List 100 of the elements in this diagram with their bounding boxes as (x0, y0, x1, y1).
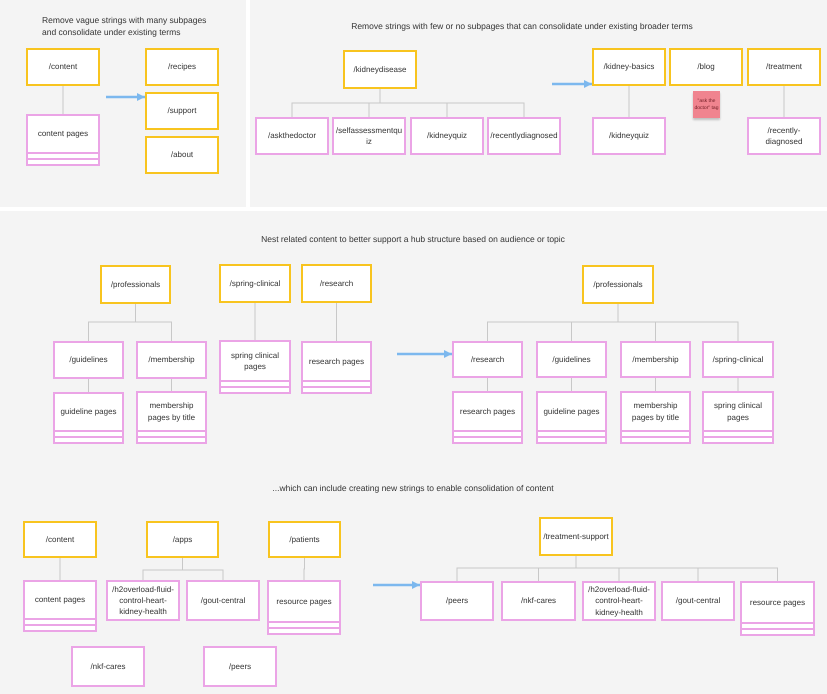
connector-line (171, 378, 172, 392)
page-box (71, 646, 145, 687)
page-label: /blog (697, 61, 715, 73)
connector-line (182, 558, 224, 580)
connector-line (62, 86, 64, 114)
page-stack-box (702, 391, 774, 444)
top-level-page-box (146, 521, 219, 558)
page-label: /membership (632, 354, 679, 366)
page-label: /guidelines (69, 354, 108, 366)
page-box (592, 117, 666, 155)
top-level-page-box (747, 48, 821, 86)
section-heading: Remove vague strings with many subpages and consolidate under existing terms (42, 14, 208, 39)
page-stack-box (452, 391, 523, 444)
page-label: /nkf-cares (90, 660, 126, 672)
page-box (452, 341, 523, 378)
top-level-page-box (100, 265, 171, 304)
page-label: /membership (148, 354, 195, 366)
page-label: /recentlydiagnosed (490, 130, 558, 142)
page-box (501, 581, 576, 621)
connector-line (380, 88, 524, 118)
page-label: /h2overload-fluid-control-heart-kidney-health (111, 584, 175, 618)
page-label: /content (46, 534, 74, 546)
page-label: /gout-central (200, 594, 246, 606)
page-label: /guidelines (552, 354, 591, 366)
page-box (186, 580, 260, 621)
connector-line (576, 556, 778, 582)
page-label: /professionals (110, 278, 160, 290)
page-box (136, 341, 207, 379)
top-level-page-box (592, 48, 666, 86)
section-heading: Remove strings with few or no subpages that can consolidate under existing broader terms (351, 20, 693, 32)
page-label: /research (320, 278, 354, 290)
arrow (373, 581, 420, 589)
arrow (397, 350, 452, 358)
connector-line (618, 304, 738, 342)
page-label: membership pages by title (630, 400, 680, 423)
page-label: research pages (308, 356, 364, 368)
page-stack-box (740, 581, 815, 636)
page-box (420, 581, 494, 621)
section-panel (0, 0, 246, 207)
page-box (620, 341, 691, 378)
page-label: content pages (38, 128, 88, 140)
top-level-page-box (23, 521, 97, 558)
top-level-page-box (301, 264, 372, 303)
page-stack-box (301, 341, 372, 394)
section-heading: Nest related content to better support a hub structure based on audience or topic (261, 233, 565, 246)
section-heading: ...which can include creating new strings to enable consolidation of content (272, 482, 554, 494)
page-label: /professionals (593, 278, 643, 290)
connector-line (487, 378, 488, 392)
page-box (747, 117, 821, 155)
page-label: /kidney-basics (604, 61, 654, 73)
top-level-page-box (145, 136, 219, 174)
page-label: resource pages (276, 596, 332, 608)
page-label: /recipes (168, 61, 196, 73)
page-stack-box (267, 580, 341, 635)
page-label: /kidneyquiz (426, 130, 468, 142)
page-label: resource pages (750, 596, 806, 608)
page-label: /treatment (766, 61, 802, 73)
page-box (661, 581, 735, 621)
page-box (702, 341, 774, 378)
top-level-page-box (145, 48, 219, 86)
page-label: /kidneydisease (354, 64, 406, 76)
page-label: guideline pages (60, 406, 117, 418)
sticky-note (693, 91, 720, 118)
page-label: research pages (460, 406, 516, 418)
page-label: /peers (446, 595, 468, 607)
connector-line (135, 304, 172, 342)
arrow (552, 80, 592, 88)
page-stack-box (620, 391, 691, 444)
section-panel (0, 211, 827, 694)
page-label: /askthedoctor (268, 130, 316, 142)
page-label: /apps (172, 534, 192, 546)
connector-line (88, 378, 89, 392)
page-label: membership pages by title (146, 400, 196, 423)
page-label: /about (170, 149, 194, 161)
page-box (255, 117, 329, 155)
page-label: /peers (228, 660, 252, 672)
page-label: /content (48, 61, 78, 73)
page-label: /kidneyquiz (608, 130, 650, 142)
connector-line (571, 378, 572, 392)
connector-line (655, 378, 656, 392)
page-label: /spring-clinical (712, 354, 764, 366)
page-label: /nkf-cares (520, 595, 556, 607)
top-level-page-box (343, 50, 417, 89)
page-label: spring clinical pages (712, 400, 764, 423)
connector-line (628, 86, 630, 118)
section-panel (250, 0, 827, 207)
page-label: /h2overload-fluid-control-heart-kidney-health (587, 584, 651, 618)
page-stack-box (23, 580, 97, 632)
page-label: /gout-central (676, 595, 720, 607)
top-level-page-box (145, 92, 219, 130)
connector-line (254, 302, 256, 340)
page-box (536, 341, 607, 378)
page-stack-box (26, 114, 100, 166)
page-stack-box (219, 340, 291, 394)
top-level-page-box (26, 48, 100, 86)
top-level-page-box (268, 521, 341, 558)
arrow (106, 93, 145, 101)
page-box (332, 117, 406, 155)
page-label: /recently-diagnosed (764, 124, 804, 148)
connector-line (336, 302, 337, 342)
